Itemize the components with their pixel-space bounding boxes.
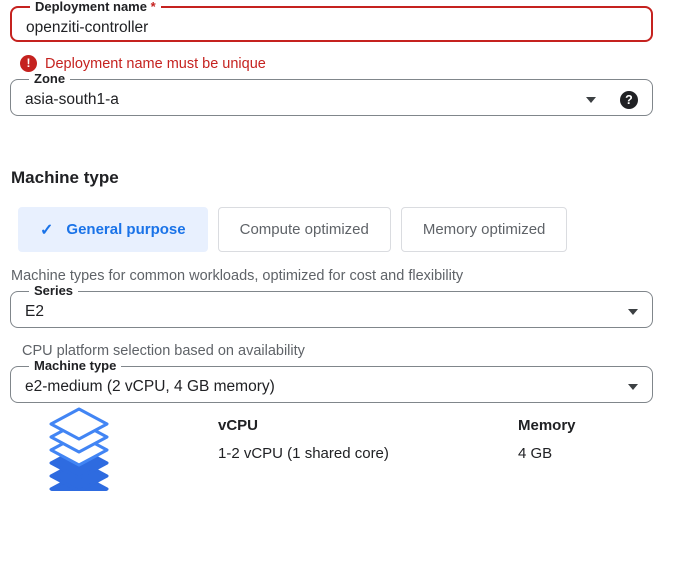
checkmark-icon: ✓ bbox=[40, 221, 54, 239]
machine-type-field[interactable]: Machine type e2-medium (2 vCPU, 4 GB mem… bbox=[10, 359, 653, 403]
chevron-down-icon bbox=[628, 383, 638, 390]
machine-family-tabs: ✓ General purpose Compute optimized Memo… bbox=[18, 207, 680, 252]
zone-label: Zone bbox=[34, 71, 66, 86]
required-asterisk: * bbox=[150, 0, 156, 14]
cpu-platform-helper: CPU platform selection based on availabi… bbox=[22, 343, 305, 359]
series-value: E2 bbox=[25, 302, 44, 320]
tab-label: Memory optimized bbox=[422, 221, 546, 238]
machine-spec-summary: vCPU 1-2 vCPU (1 shared core) Memory 4 G… bbox=[0, 407, 680, 491]
zone-field[interactable]: Zone asia-south1-a ? bbox=[10, 72, 653, 116]
tab-compute-optimized[interactable]: Compute optimized bbox=[217, 207, 391, 252]
stacked-layers-icon bbox=[49, 407, 109, 491]
deployment-name-field[interactable]: Deployment name * bbox=[10, 0, 653, 42]
tab-label: General purpose bbox=[66, 221, 186, 238]
spec-memory-value: 4 GB bbox=[518, 445, 553, 462]
spec-vcpu-column: vCPU 1-2 vCPU (1 shared core) bbox=[218, 417, 389, 462]
error-message-text: Deployment name must be unique bbox=[45, 55, 266, 72]
tab-label: Compute optimized bbox=[239, 221, 369, 238]
zone-value: asia-south1-a bbox=[25, 90, 119, 108]
series-field[interactable]: Series E2 bbox=[10, 284, 653, 328]
spec-vcpu-value: 1-2 vCPU (1 shared core) bbox=[218, 445, 389, 462]
tab-general-purpose[interactable]: ✓ General purpose bbox=[18, 207, 208, 252]
series-label: Series bbox=[34, 283, 74, 298]
deployment-name-input[interactable] bbox=[26, 15, 637, 40]
help-icon[interactable]: ? bbox=[620, 90, 638, 109]
machine-type-label: Machine type bbox=[34, 358, 117, 373]
deployment-name-error: ! Deployment name must be unique bbox=[20, 55, 680, 72]
machine-type-heading: Machine type bbox=[11, 168, 119, 187]
spec-memory-header: Memory bbox=[518, 417, 576, 434]
deployment-name-label: Deployment name * bbox=[35, 0, 156, 14]
tab-memory-optimized[interactable]: Memory optimized bbox=[400, 207, 568, 252]
machine-type-value: e2-medium (2 vCPU, 4 GB memory) bbox=[25, 377, 275, 395]
chevron-down-icon bbox=[586, 96, 596, 103]
spec-memory-column: Memory 4 GB bbox=[518, 417, 576, 462]
error-exclamation-icon: ! bbox=[20, 55, 37, 72]
spec-vcpu-header: vCPU bbox=[218, 417, 259, 434]
machine-type-description: Machine types for common workloads, opti… bbox=[11, 268, 464, 284]
chevron-down-icon bbox=[628, 308, 638, 315]
